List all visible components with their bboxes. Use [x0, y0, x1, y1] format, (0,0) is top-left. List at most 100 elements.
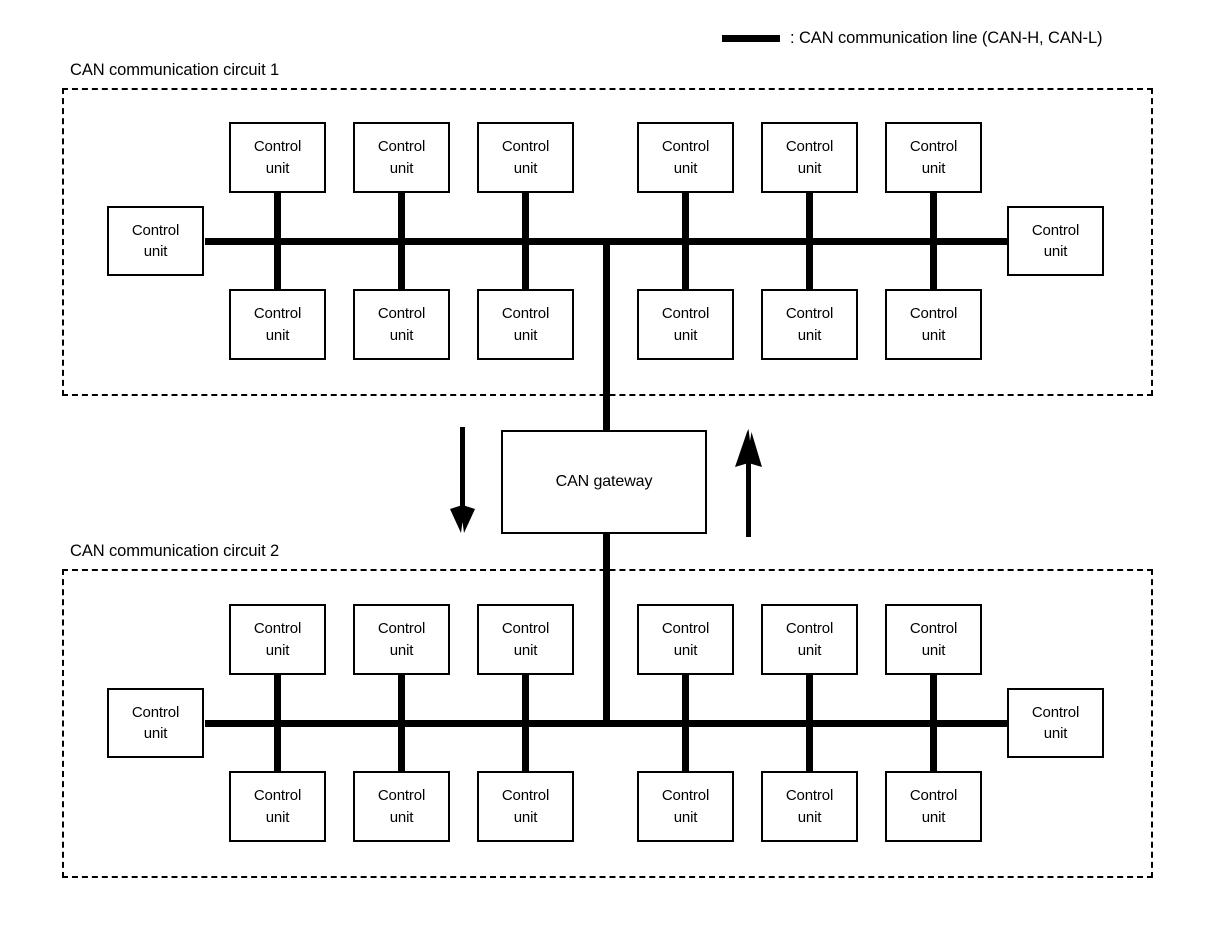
unit-label-line2: unit	[673, 641, 698, 659]
circuit-1-bottom-unit-3[interactable]: Control unit	[477, 289, 574, 360]
legend-label: : CAN communication line (CAN-H, CAN-L)	[790, 29, 1103, 47]
unit-label-line2: unit	[265, 808, 290, 826]
circuit-2-bottom-unit-3[interactable]: Control unit	[477, 771, 574, 842]
circuit-2-label: CAN communication circuit 2	[70, 542, 280, 560]
circuit-1-top-unit-6[interactable]: Control unit	[885, 122, 982, 193]
circuit-1-right-unit[interactable]: Control unit	[1007, 206, 1104, 276]
unit-label-line2: unit	[389, 641, 414, 659]
circuit-2-top-unit-3[interactable]: Control unit	[477, 604, 574, 675]
unit-label-line1: Control	[377, 787, 426, 805]
unit-label-line2: unit	[389, 326, 414, 344]
unit-label-line1: Control	[501, 787, 550, 805]
circuit-1-stub-bottom-5	[806, 241, 813, 291]
circuit-2-top-unit-1[interactable]: Control unit	[229, 604, 326, 675]
circuit-1-stub-top-6	[930, 191, 937, 242]
circuit-2-stub-bottom-2	[398, 723, 405, 773]
circuit-2-stub-top-6	[930, 673, 937, 724]
circuit-2-top-unit-2[interactable]: Control unit	[353, 604, 450, 675]
unit-label-line1: Control	[785, 787, 834, 805]
unit-label-line1: Control	[253, 138, 302, 156]
unit-label-line1: Control	[661, 305, 710, 323]
unit-label-line2: unit	[673, 159, 698, 177]
circuit-1-top-unit-3[interactable]: Control unit	[477, 122, 574, 193]
circuit-2-top-unit-6[interactable]: Control unit	[885, 604, 982, 675]
circuit-2-stub-top-1	[274, 673, 281, 724]
circuit-1-top-unit-4[interactable]: Control unit	[637, 122, 734, 193]
circuit-1-stub-bottom-2	[398, 241, 405, 291]
unit-label-line2: unit	[389, 808, 414, 826]
unit-label-line2: unit	[797, 808, 822, 826]
circuit-1-top-unit-1[interactable]: Control unit	[229, 122, 326, 193]
unit-label-line1: Control	[377, 305, 426, 323]
unit-label-line1: Control	[785, 138, 834, 156]
unit-label-line1: Control	[131, 221, 180, 239]
circuit-1-stub-top-1	[274, 191, 281, 242]
arrow-up-icon	[731, 429, 767, 537]
unit-label-line1: Control	[909, 305, 958, 323]
unit-label-line2: unit	[921, 641, 946, 659]
unit-label-line2: unit	[143, 243, 168, 260]
arrow-down-icon	[445, 427, 481, 537]
circuit-2-stub-bottom-3	[522, 723, 529, 773]
circuit-1-bottom-unit-5[interactable]: Control unit	[761, 289, 858, 360]
unit-label-line2: unit	[921, 159, 946, 177]
circuit-1-stub-top-5	[806, 191, 813, 242]
unit-label-line1: Control	[377, 620, 426, 638]
unit-label-line2: unit	[1043, 243, 1068, 260]
unit-label-line1: Control	[1031, 221, 1080, 239]
circuit-1-stub-bottom-4	[682, 241, 689, 291]
circuit-2-left-unit[interactable]: Control unit	[107, 688, 204, 758]
circuit-2-top-unit-5[interactable]: Control unit	[761, 604, 858, 675]
unit-label-line2: unit	[1043, 725, 1068, 742]
circuit-2-stub-top-2	[398, 673, 405, 724]
unit-label-line1: Control	[909, 138, 958, 156]
circuit-1-top-unit-5[interactable]: Control unit	[761, 122, 858, 193]
circuit-2-bottom-unit-4[interactable]: Control unit	[637, 771, 734, 842]
circuit-1-bottom-unit-4[interactable]: Control unit	[637, 289, 734, 360]
unit-label-line2: unit	[265, 159, 290, 177]
unit-label-line1: Control	[253, 620, 302, 638]
unit-label-line1: Control	[785, 305, 834, 323]
unit-label-line1: Control	[501, 620, 550, 638]
unit-label-line1: Control	[661, 787, 710, 805]
circuit-2-bottom-unit-6[interactable]: Control unit	[885, 771, 982, 842]
circuit-1-stub-bottom-6	[930, 241, 937, 291]
circuit-1-stub-bottom-3	[522, 241, 529, 291]
unit-label-line2: unit	[797, 641, 822, 659]
unit-label-line2: unit	[513, 326, 538, 344]
unit-label-line1: Control	[501, 138, 550, 156]
unit-label-line2: unit	[673, 326, 698, 344]
circuit-2-right-unit[interactable]: Control unit	[1007, 688, 1104, 758]
circuit-1-bottom-unit-1[interactable]: Control unit	[229, 289, 326, 360]
unit-label-line1: Control	[909, 620, 958, 638]
circuit-1-bottom-unit-6[interactable]: Control unit	[885, 289, 982, 360]
circuit-2-stub-bottom-5	[806, 723, 813, 773]
circuit-2-stub-bottom-6	[930, 723, 937, 773]
gateway-trunk-lower	[603, 531, 610, 727]
unit-label-line1: Control	[131, 703, 180, 721]
circuit-2-bottom-unit-5[interactable]: Control unit	[761, 771, 858, 842]
circuit-1-stub-top-3	[522, 191, 529, 242]
unit-label-line1: Control	[661, 620, 710, 638]
can-gateway-box[interactable]: CAN gateway	[501, 430, 707, 534]
circuit-2-top-unit-4[interactable]: Control unit	[637, 604, 734, 675]
unit-label-line1: Control	[253, 787, 302, 805]
unit-label-line2: unit	[513, 808, 538, 826]
circuit-2-stub-bottom-1	[274, 723, 281, 773]
circuit-1-bottom-unit-2[interactable]: Control unit	[353, 289, 450, 360]
circuit-1-top-unit-2[interactable]: Control unit	[353, 122, 450, 193]
circuit-2-bottom-unit-2[interactable]: Control unit	[353, 771, 450, 842]
circuit-2-bus-line	[205, 720, 1008, 727]
can-line-swatch-icon	[722, 34, 780, 42]
circuit-2-stub-bottom-4	[682, 723, 689, 773]
circuit-2-stub-top-3	[522, 673, 529, 724]
circuit-1-stub-bottom-1	[274, 241, 281, 291]
circuit-1-left-unit[interactable]: Control unit	[107, 206, 204, 276]
circuit-2-bottom-unit-1[interactable]: Control unit	[229, 771, 326, 842]
unit-label-line1: Control	[661, 138, 710, 156]
circuit-1-label: CAN communication circuit 1	[70, 61, 280, 79]
circuit-2-stub-top-4	[682, 673, 689, 724]
unit-label-line2: unit	[513, 159, 538, 177]
unit-label-line2: unit	[389, 159, 414, 177]
